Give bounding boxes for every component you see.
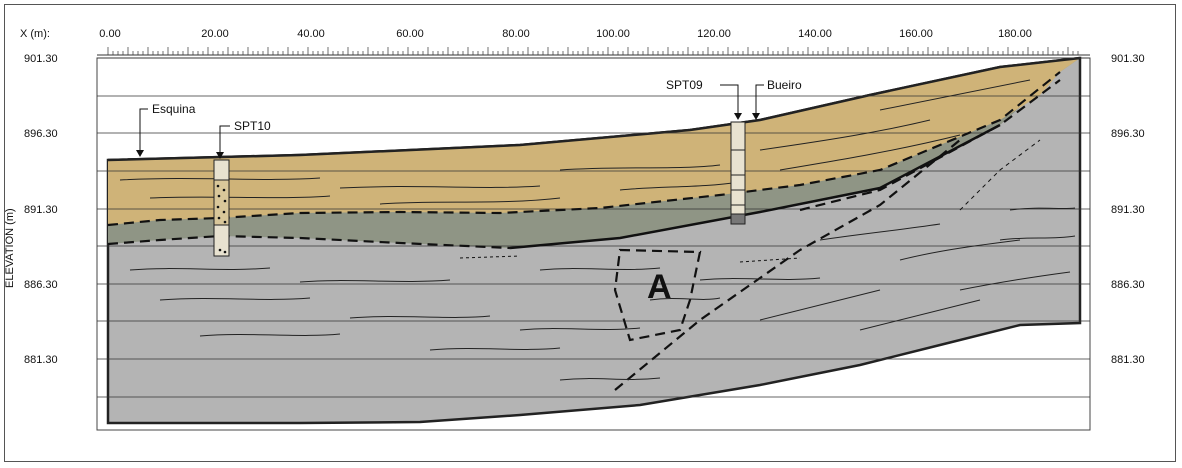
x-tick-label: 20.00 <box>201 28 229 40</box>
zone-a-label: A <box>647 268 672 306</box>
x-tick-label: 140.00 <box>798 28 832 40</box>
rock-contact-line <box>509 123 1001 250</box>
x-tick-label: 40.00 <box>297 28 325 40</box>
label-bueiro: Bueiro <box>767 78 802 92</box>
label-spt09: SPT09 <box>666 78 703 92</box>
y-tick-label-left: 896.30 <box>24 128 58 140</box>
x-tick-label: 180.00 <box>998 28 1032 40</box>
x-tick-label: 100.00 <box>596 28 630 40</box>
y-tick-label-left: 886.30 <box>24 279 58 291</box>
ground-surface-line <box>107 56 1081 162</box>
borehole-spt10 <box>213 159 230 257</box>
y-tick-label-right: 886.30 <box>1111 279 1145 291</box>
y-tick-label-right: 901.30 <box>1111 53 1145 65</box>
y-tick-label-left: 901.30 <box>24 53 58 65</box>
label-esquina: Esquina <box>152 102 196 116</box>
elevation-gridlines <box>97 57 1090 398</box>
minor-dashed-line <box>739 257 801 263</box>
residual-soil-layer <box>108 58 1080 225</box>
y-tick-label-left: 881.30 <box>24 354 58 366</box>
x-ruler-minor-ticks <box>107 47 1079 55</box>
callout-arrowheads <box>136 113 760 159</box>
callout-leaders <box>139 84 764 157</box>
x-tick-label: 0.00 <box>99 28 120 40</box>
label-spt10: SPT10 <box>234 119 271 133</box>
y-tick-label-right: 896.30 <box>1111 128 1145 140</box>
x-tick-label: 160.00 <box>899 28 933 40</box>
x-tick-label: 60.00 <box>396 28 424 40</box>
x-axis-label: X (m): <box>20 28 50 40</box>
y-axis-label: ELEVATION (m) <box>4 208 16 288</box>
x-tick-label: 80.00 <box>502 28 530 40</box>
minor-dashed-line <box>459 255 521 259</box>
y-tick-label-right: 881.30 <box>1111 354 1145 366</box>
y-tick-label-right: 891.30 <box>1111 204 1145 216</box>
borehole-spt09 <box>730 121 746 225</box>
minor-fracture-line <box>959 139 1041 211</box>
y-tick-label-left: 891.30 <box>24 204 58 216</box>
x-tick-label: 120.00 <box>697 28 731 40</box>
